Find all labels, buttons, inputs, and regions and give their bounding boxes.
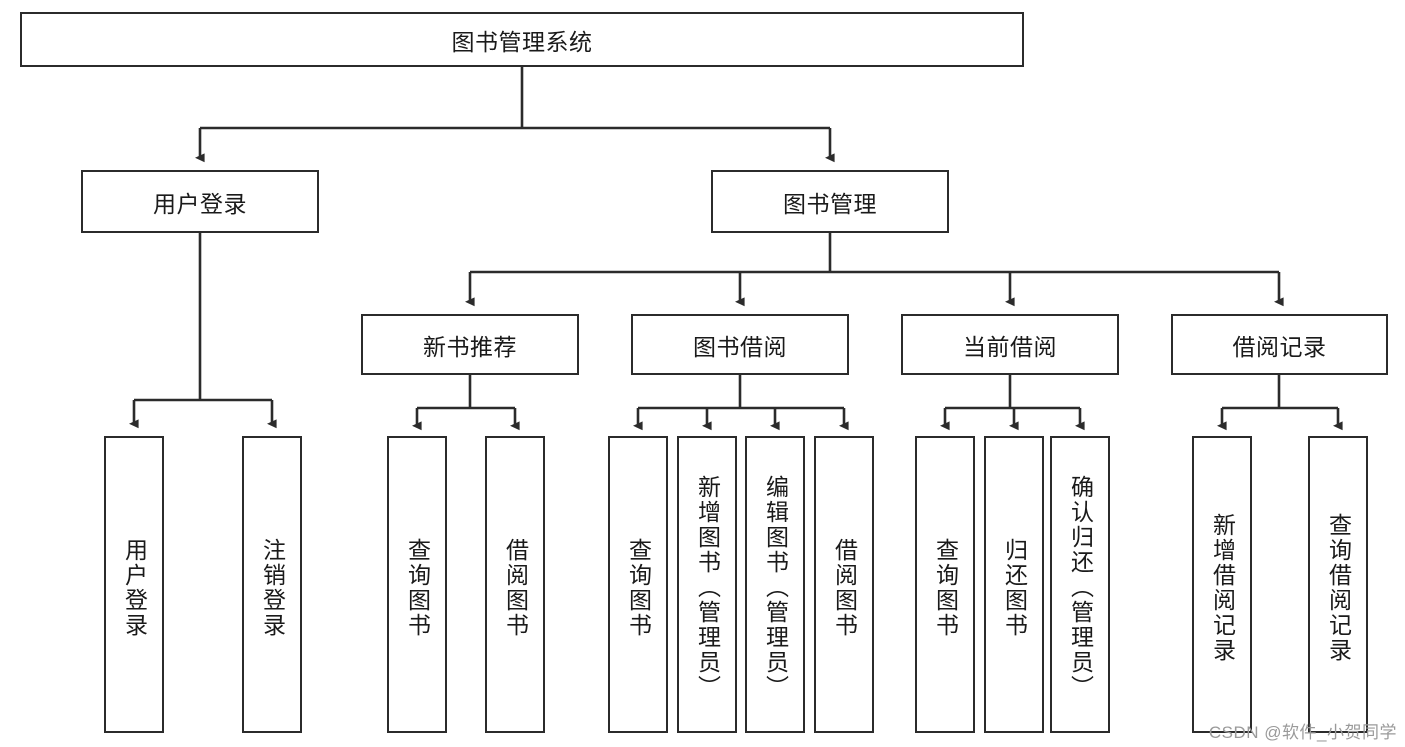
leaf-query-book-recommend[interactable]: 查询图书 xyxy=(387,436,447,733)
leaf-borrow-book[interactable]: 借阅图书 xyxy=(814,436,874,733)
leaf-add-borrow-record[interactable]: 新增借阅记录 xyxy=(1192,436,1252,733)
leaf-edit-book-admin[interactable]: 编辑图书（管理员） xyxy=(745,436,805,733)
node-book-management-label: 图书管理 xyxy=(783,190,877,217)
leaf-query-book-recommend-label: 查询图书 xyxy=(404,537,431,638)
node-borrow-record-label: 借阅记录 xyxy=(1232,333,1327,360)
leaf-user-logout-label: 注销登录 xyxy=(259,537,286,638)
leaf-return-book-label: 归还图书 xyxy=(1001,537,1028,638)
node-user-login-label: 用户登录 xyxy=(153,190,247,217)
node-new-book-recommend-label: 新书推荐 xyxy=(423,333,517,360)
leaf-user-logout[interactable]: 注销登录 xyxy=(242,436,302,733)
node-current-borrow[interactable]: 当前借阅 xyxy=(901,314,1119,375)
node-borrow-record[interactable]: 借阅记录 xyxy=(1171,314,1388,375)
node-user-login[interactable]: 用户登录 xyxy=(81,170,319,233)
leaf-query-book-current[interactable]: 查询图书 xyxy=(915,436,975,733)
watermark-text: CSDN @软件_小贺同学 xyxy=(1208,723,1397,742)
leaf-add-book-admin[interactable]: 新增图书（管理员） xyxy=(677,436,737,733)
leaf-query-book-current-label: 查询图书 xyxy=(932,537,959,638)
node-root-label: 图书管理系统 xyxy=(451,28,593,55)
node-book-borrow[interactable]: 图书借阅 xyxy=(631,314,849,375)
leaf-borrow-book-label: 借阅图书 xyxy=(831,537,858,638)
leaf-user-login-label: 用户登录 xyxy=(121,537,148,638)
node-book-borrow-label: 图书借阅 xyxy=(693,333,787,360)
leaf-confirm-return-admin-label: 确认归还（管理员） xyxy=(1067,475,1094,700)
node-root[interactable]: 图书管理系统 xyxy=(20,12,1024,67)
leaf-return-book[interactable]: 归还图书 xyxy=(984,436,1044,733)
leaf-add-book-admin-label: 新增图书（管理员） xyxy=(694,475,721,700)
leaf-query-borrow-record-label: 查询借阅记录 xyxy=(1325,512,1352,663)
node-new-book-recommend[interactable]: 新书推荐 xyxy=(361,314,579,375)
leaf-query-book-borrow-label: 查询图书 xyxy=(625,537,652,638)
leaf-query-book-borrow[interactable]: 查询图书 xyxy=(608,436,668,733)
leaf-query-borrow-record[interactable]: 查询借阅记录 xyxy=(1308,436,1368,733)
leaf-edit-book-admin-label: 编辑图书（管理员） xyxy=(762,475,789,700)
leaf-user-login[interactable]: 用户登录 xyxy=(104,436,164,733)
node-book-management[interactable]: 图书管理 xyxy=(711,170,949,233)
leaf-confirm-return-admin[interactable]: 确认归还（管理员） xyxy=(1050,436,1110,733)
leaf-borrow-book-recommend[interactable]: 借阅图书 xyxy=(485,436,545,733)
leaf-add-borrow-record-label: 新增借阅记录 xyxy=(1209,512,1236,663)
leaf-borrow-book-recommend-label: 借阅图书 xyxy=(502,537,529,638)
node-current-borrow-label: 当前借阅 xyxy=(963,333,1057,360)
